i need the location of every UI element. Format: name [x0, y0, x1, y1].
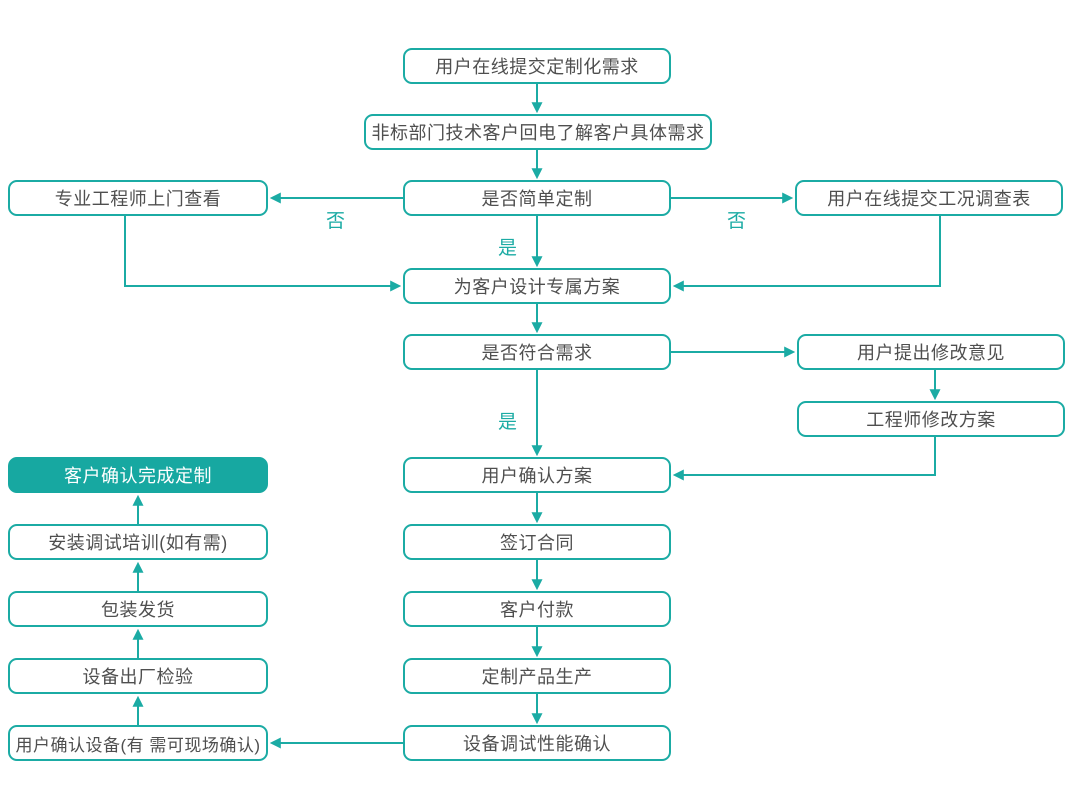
edge-group [124, 84, 941, 749]
flow-node-callback: 非标部门技术客户回电了解客户具体需求 [364, 114, 712, 150]
flow-node-payment: 客户付款 [403, 591, 671, 627]
flow-node-confirm-plan: 用户确认方案 [403, 457, 671, 493]
flow-node-feedback: 用户提出修改意见 [797, 334, 1065, 370]
flow-node-sign-contract: 签订合同 [403, 524, 671, 560]
connector-revise-to-confirm [672, 437, 936, 481]
connector-survey-to-design [672, 216, 941, 292]
flow-node-install-training: 安装调试培训(如有需) [8, 524, 268, 560]
label-yes-top: 是 [498, 238, 518, 259]
flow-node-survey-form: 用户在线提交工况调查表 [795, 180, 1063, 216]
flow-node-simple-decision: 是否简单定制 [403, 180, 671, 216]
label-yes-bottom: 是 [498, 412, 518, 433]
label-no-left: 否 [326, 211, 346, 232]
label-no-right: 否 [727, 211, 747, 232]
flow-node-device-confirm: 用户确认设备(有 需可现场确认) [8, 725, 268, 761]
flow-node-complete: 客户确认完成定制 [8, 457, 268, 493]
connector-visit-to-design [124, 216, 402, 292]
flow-node-debug-confirm: 设备调试性能确认 [403, 725, 671, 761]
flow-node-production: 定制产品生产 [403, 658, 671, 694]
flow-node-packing-shipping: 包装发货 [8, 591, 268, 627]
flow-node-design-plan: 为客户设计专属方案 [403, 268, 671, 304]
flow-node-factory-inspection: 设备出厂检验 [8, 658, 268, 694]
flow-node-submit-request: 用户在线提交定制化需求 [403, 48, 671, 84]
flow-node-revise-plan: 工程师修改方案 [797, 401, 1065, 437]
flow-node-engineer-visit: 专业工程师上门查看 [8, 180, 268, 216]
flow-node-fit-decision: 是否符合需求 [403, 334, 671, 370]
